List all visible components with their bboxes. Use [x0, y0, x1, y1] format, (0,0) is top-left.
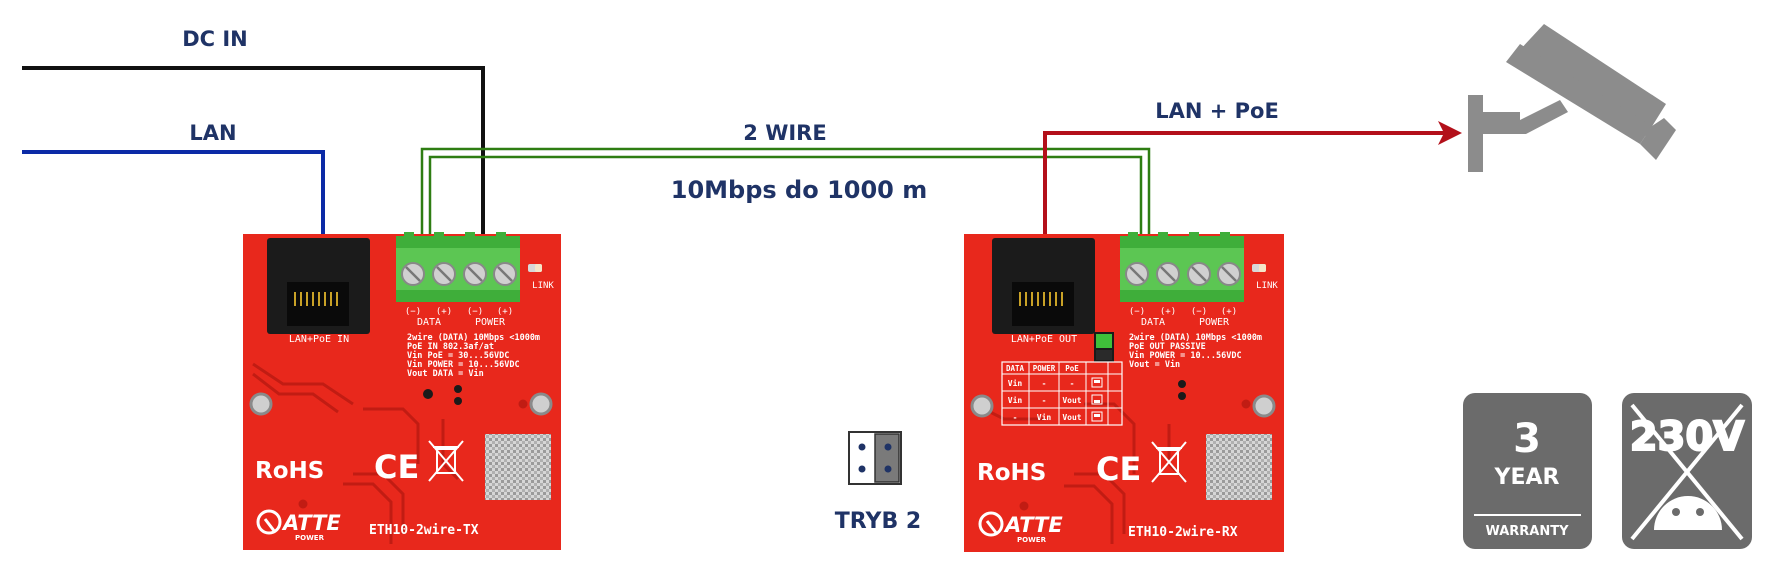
rx-brand-name: ATTE: [1003, 513, 1063, 537]
tx-pin-4: (+): [497, 307, 513, 317]
rx-rj45-contacts: [1019, 292, 1063, 306]
rx-rohs-mark: RoHS: [977, 460, 1046, 486]
tx-qr-code: [485, 434, 551, 500]
rx-link-label: LINK: [1256, 281, 1278, 291]
wires: [22, 66, 1462, 236]
rx-spec-line-4: Vout = Vin: [1129, 359, 1180, 370]
tx-group-power: POWER: [475, 317, 506, 328]
rx-model-label: ETH10-2wire-RX: [1128, 525, 1238, 540]
two-wire-label: 2 WIRE: [743, 121, 826, 145]
rx-group-data: DATA: [1141, 317, 1165, 328]
range-label: 10Mbps do 1000 m: [671, 176, 927, 204]
rx-mode-table: DATA POWER PoE Vin - - Vin - Vout - Vin …: [1001, 361, 1123, 426]
warranty-badge: 3 YEAR WARRANTY: [1463, 393, 1592, 549]
rx-mode-jumper[interactable]: [1094, 332, 1114, 362]
two-wire-inner: [428, 155, 1143, 236]
tx-pin-3: (−): [467, 307, 483, 317]
tx-port-label: LAN+PoE IN: [289, 334, 349, 345]
lan-poe-arrowhead: [1438, 121, 1462, 145]
warranty-label: WARRANTY: [1485, 524, 1569, 539]
rx-port-label: LAN+PoE OUT: [1011, 334, 1077, 345]
tx-spec-line-2: PoE IN 802.3af/at: [407, 342, 494, 352]
jumper-mode-icon: [848, 431, 902, 485]
tx-mount-hole-right: [529, 392, 553, 416]
tx-pin-1: (−): [405, 307, 421, 317]
plug-icon: [1654, 496, 1722, 530]
tx-spec-line-5: Vout DATA = Vin: [407, 368, 484, 379]
rx-ce-mark: CE: [1096, 450, 1141, 488]
rx-board: LAN+PoE OUT LINK (−) (+): [964, 232, 1284, 552]
two-wire-outer: [420, 147, 1151, 236]
lan-wire: [22, 150, 325, 236]
rx-pin-2: (+): [1160, 307, 1176, 317]
rx-mount-hole-left: [970, 394, 994, 418]
rx-table-header-power: POWER: [1033, 364, 1056, 373]
tx-link-label: LINK: [532, 281, 554, 291]
mode-label: TRYB 2: [835, 509, 921, 534]
no-230v-cross-b: [1630, 403, 1744, 541]
cctv-camera-icon: [1468, 24, 1676, 172]
rx-spec-line-1: 2wire (DATA) 10Mbps <1000m: [1129, 332, 1262, 343]
no-230v-label: 230V: [1630, 414, 1744, 460]
no-230v-badge: 230V: [1622, 393, 1752, 549]
rx-table-r1-c1: Vin: [1008, 378, 1023, 388]
lan-poe-wire: [1043, 131, 1444, 236]
rx-link-led: [1252, 264, 1266, 272]
lan-label: LAN: [189, 121, 236, 145]
tx-spec-line-3: Vin PoE = 30...56VDC: [407, 350, 509, 361]
rx-table-r3-c3: Vout: [1062, 413, 1081, 422]
lan-poe-label: LAN + PoE: [1155, 99, 1279, 123]
rx-table-r1-c3: -: [1070, 379, 1075, 388]
rx-table-r1-c2: -: [1042, 379, 1047, 388]
rx-table-r2-c3: Vout: [1062, 396, 1081, 405]
rx-pin-1: (−): [1129, 307, 1145, 317]
rx-weee-bin-icon: [1151, 441, 1187, 483]
rx-spec-line-3: Vin POWER = 10...56VDC: [1129, 350, 1242, 361]
dc-in-label: DC IN: [182, 27, 248, 51]
warranty-year: YEAR: [1494, 465, 1560, 490]
tx-rohs-mark: RoHS: [255, 458, 324, 484]
dc-in-wire: [22, 66, 485, 236]
rx-brand-logo: ATTE POWER: [978, 511, 1063, 544]
tx-terminal-block[interactable]: [396, 232, 520, 302]
tx-mount-hole-left: [249, 392, 273, 416]
rx-group-power: POWER: [1199, 317, 1230, 328]
rx-pin-4: (+): [1221, 307, 1237, 317]
rx-brand-sub: POWER: [1017, 536, 1047, 544]
tx-pin-2: (+): [436, 307, 452, 317]
rx-table-header-data: DATA: [1006, 364, 1025, 373]
rx-terminal-block[interactable]: [1120, 232, 1244, 302]
rx-table-header-poe: PoE: [1065, 364, 1079, 373]
warranty-number: 3: [1513, 416, 1541, 462]
tx-board: LAN+PoE IN LINK: [243, 232, 561, 550]
rx-qr-code: [1206, 434, 1272, 500]
rx-table-r3-c2: Vin: [1037, 412, 1052, 422]
rx-mount-hole-right: [1252, 394, 1276, 418]
tx-spec-line-1: 2wire (DATA) 10Mbps <1000m: [407, 332, 540, 343]
tx-model-label: ETH10-2wire-TX: [369, 523, 479, 538]
tx-brand-sub: POWER: [295, 534, 325, 542]
tx-link-led: [528, 264, 542, 272]
tx-group-data: DATA: [417, 317, 441, 328]
rx-spec-line-2: PoE OUT PASSIVE: [1129, 342, 1206, 352]
tx-brand-logo: ATTE POWER: [256, 509, 341, 542]
rx-pin-3: (−): [1191, 307, 1207, 317]
rx-table-r2-c2: -: [1042, 396, 1047, 405]
tx-rj45-contacts: [294, 292, 338, 306]
rx-table-r3-c1: -: [1013, 413, 1018, 422]
rx-table-r2-c1: Vin: [1008, 395, 1023, 405]
tx-weee-bin-icon: [428, 440, 464, 482]
tx-ce-mark: CE: [374, 448, 419, 486]
tx-brand-name: ATTE: [281, 511, 341, 535]
tx-spec-line-4: Vin POWER = 10...56VDC: [407, 359, 520, 370]
